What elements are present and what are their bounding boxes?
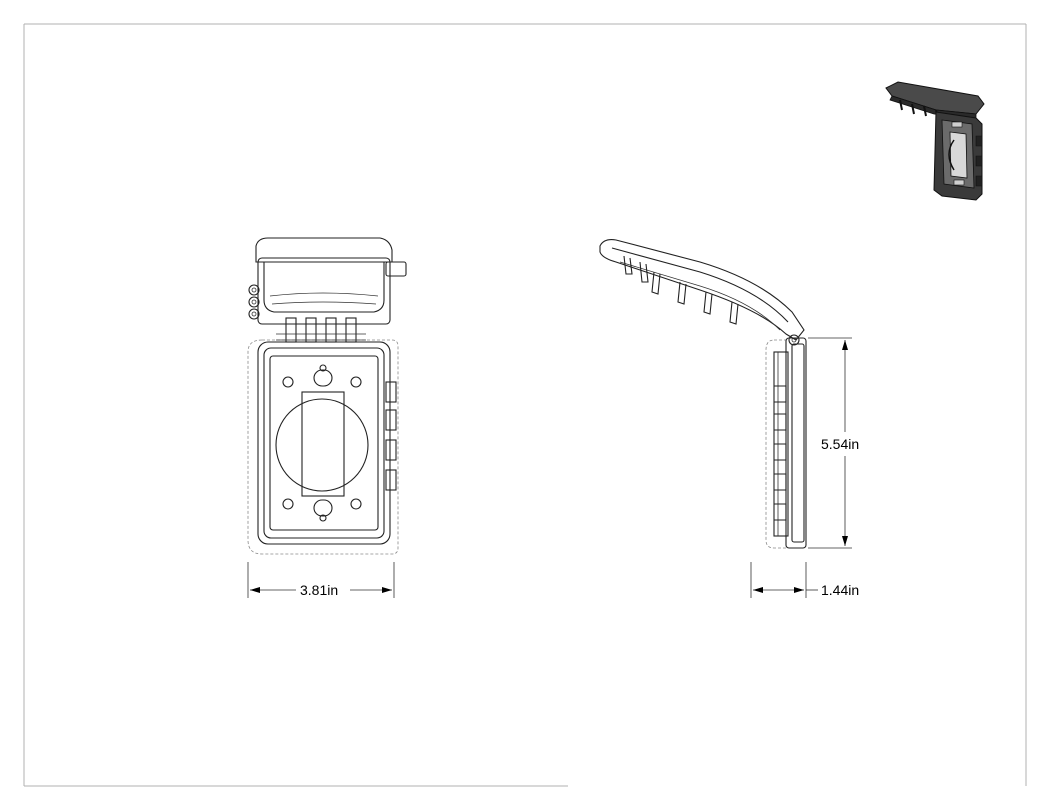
side-base bbox=[773, 337, 807, 549]
side-view bbox=[599, 239, 807, 549]
height-label: 5.54in bbox=[821, 436, 859, 452]
front-view bbox=[247, 237, 407, 555]
width-dimension: 3.81in bbox=[247, 562, 395, 598]
front-lid bbox=[248, 237, 407, 343]
sheet-border bbox=[23, 23, 1027, 787]
front-base-plate bbox=[257, 341, 397, 545]
width-label: 3.81in bbox=[300, 582, 338, 598]
isometric-thumbnail bbox=[885, 81, 985, 201]
height-dimension: 5.54in bbox=[808, 337, 859, 549]
side-hidden-outline bbox=[765, 339, 787, 549]
depth-label: 1.44in bbox=[821, 582, 859, 598]
depth-dimension: 1.44in bbox=[750, 562, 859, 598]
side-lid bbox=[599, 239, 805, 346]
front-hidden-outline bbox=[247, 339, 399, 555]
